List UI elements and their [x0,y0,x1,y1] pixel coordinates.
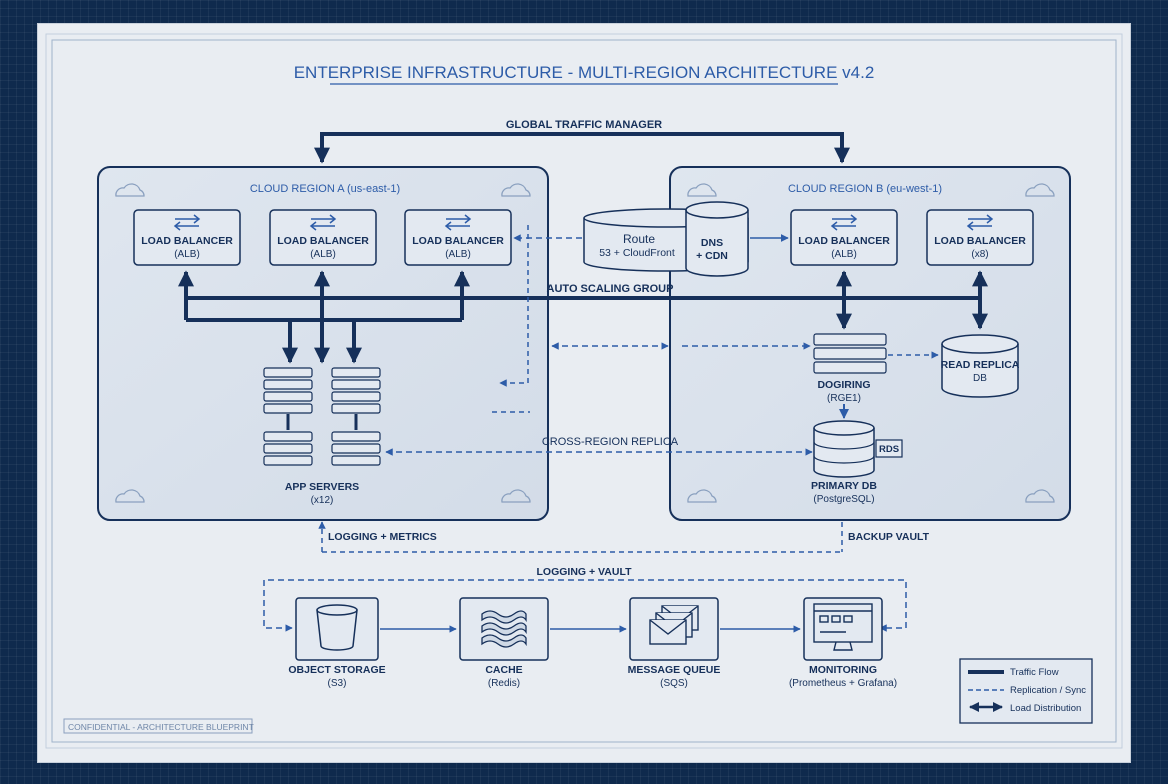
load-balancer-a1: LOAD BALANCER (ALB) [133,209,241,266]
service-sub: (Prometheus + Grafana) [789,678,897,689]
logging-metrics-label: LOGGING + METRICS [328,531,437,543]
primary-db: RDS PRIMARY DB (PostgreSQL) [811,420,903,505]
legend: Traffic Flow Replication / Sync Load Dis… [959,658,1093,724]
blueprint-sheet: ENTERPRISE INFRASTRUCTURE - MULTI-REGION… [38,24,1130,762]
global-traffic-manager-label: GLOBAL TRAFFIC MANAGER [506,119,662,131]
auto-scaling-bus [178,270,988,364]
auto-scaling-label: AUTO SCALING GROUP [547,283,674,295]
load-balancer-sub: (ALB) [445,249,471,260]
service-object-storage: OBJECT STORAGE (S3) [288,597,386,689]
load-balancer-label: LOAD BALANCER [277,235,369,247]
envelope-icon [649,605,699,645]
load-balancer-a3: LOAD BALANCER (ALB) [404,209,512,266]
footer-stamp: CONFIDENTIAL - ARCHITECTURE BLUEPRINT [68,722,254,732]
server-stack-label: DOGIRING [817,379,870,391]
footer-stamp-box [63,718,253,734]
app-servers-label: APP SERVERS [285,481,359,493]
service-label: OBJECT STORAGE [288,664,385,676]
read-replica-db: READ REPLICA DB [941,334,1020,398]
swap-arrows-icon [173,214,201,231]
service-label: MONITORING [809,664,877,676]
load-balancer-label: LOAD BALANCER [412,235,504,247]
rds-badge [875,439,903,458]
load-balancer-sub: (x8) [971,249,988,260]
app-servers-sub: (x12) [311,495,334,506]
load-balancer-label: LOAD BALANCER [798,235,890,247]
route-label: Route [623,232,655,246]
rack-connectors [286,414,358,430]
cdn-label: DNS [701,237,723,249]
route-sub: 53 + CloudFront [599,247,675,259]
dns-cdn-node: Route 53 + CloudFront DNS + CDN [583,201,749,277]
service-label: CACHE [485,664,522,676]
services-loop [263,579,907,632]
cdn-sub: + CDN [696,250,728,262]
load-balancer-label: LOAD BALANCER [934,235,1026,247]
server-stack-sub: (RGE1) [827,393,861,404]
swap-arrows-icon [309,214,337,231]
primary-db-label: PRIMARY DB [811,480,877,492]
service-sub: (Redis) [488,678,520,689]
read-replica-label: READ REPLICA [941,359,1020,371]
region-b-title: CLOUD REGION B (eu-west-1) [788,183,942,195]
cross-region-label: CROSS-REGION REPLICA [542,436,679,448]
service-sub: (SQS) [660,678,688,689]
swap-arrows-icon [830,214,858,231]
global-traffic-arrow [314,132,850,164]
outer-frame [45,33,1123,749]
page-title: ENTERPRISE INFRASTRUCTURE - MULTI-REGION… [294,63,875,82]
load-balancer-label: LOAD BALANCER [141,235,233,247]
region-a-title: CLOUD REGION A (us-east-1) [250,183,400,195]
monitor-icon [813,603,873,651]
legend-distribution-label: Load Distribution [1010,703,1081,714]
inner-frame [51,39,1117,743]
load-balancer-sub: (ALB) [174,249,200,260]
region-a-dashed-links [492,225,530,413]
service-monitoring: MONITORING (Prometheus + Grafana) [789,597,897,689]
swap-arrows-icon [966,214,994,231]
backup-vault-label: BACKUP VAULT [848,531,930,543]
legend-traffic-label: Traffic Flow [1010,667,1059,678]
rds-badge-label: RDS [879,444,899,455]
bucket-icon [316,604,358,651]
architecture-diagram: ENTERPRISE INFRASTRUCTURE - MULTI-REGION… [45,33,1123,749]
server-stack [813,333,887,374]
primary-db-sub: (PostgreSQL) [813,494,874,505]
app-server-racks [263,367,381,466]
service-label: MESSAGE QUEUE [628,664,721,676]
service-sub: (S3) [328,678,347,689]
cache-icon [481,610,527,648]
service-cache: CACHE (Redis) [459,597,549,689]
load-balancer-sub: (ALB) [310,249,336,260]
read-replica-sub: DB [973,373,987,384]
load-balancer-b2: LOAD BALANCER (x8) [926,209,1034,266]
service-message-queue: MESSAGE QUEUE (SQS) [628,597,721,689]
load-balancer-a2: LOAD BALANCER (ALB) [269,209,377,266]
load-balancer-sub: (ALB) [831,249,857,260]
legend-replication-label: Replication / Sync [1010,685,1086,696]
logging-vault-label: LOGGING + VAULT [537,566,633,578]
load-balancer-b1: LOAD BALANCER (ALB) [790,209,898,266]
cloud-icon [115,183,1055,503]
swap-arrows-icon [444,214,472,231]
